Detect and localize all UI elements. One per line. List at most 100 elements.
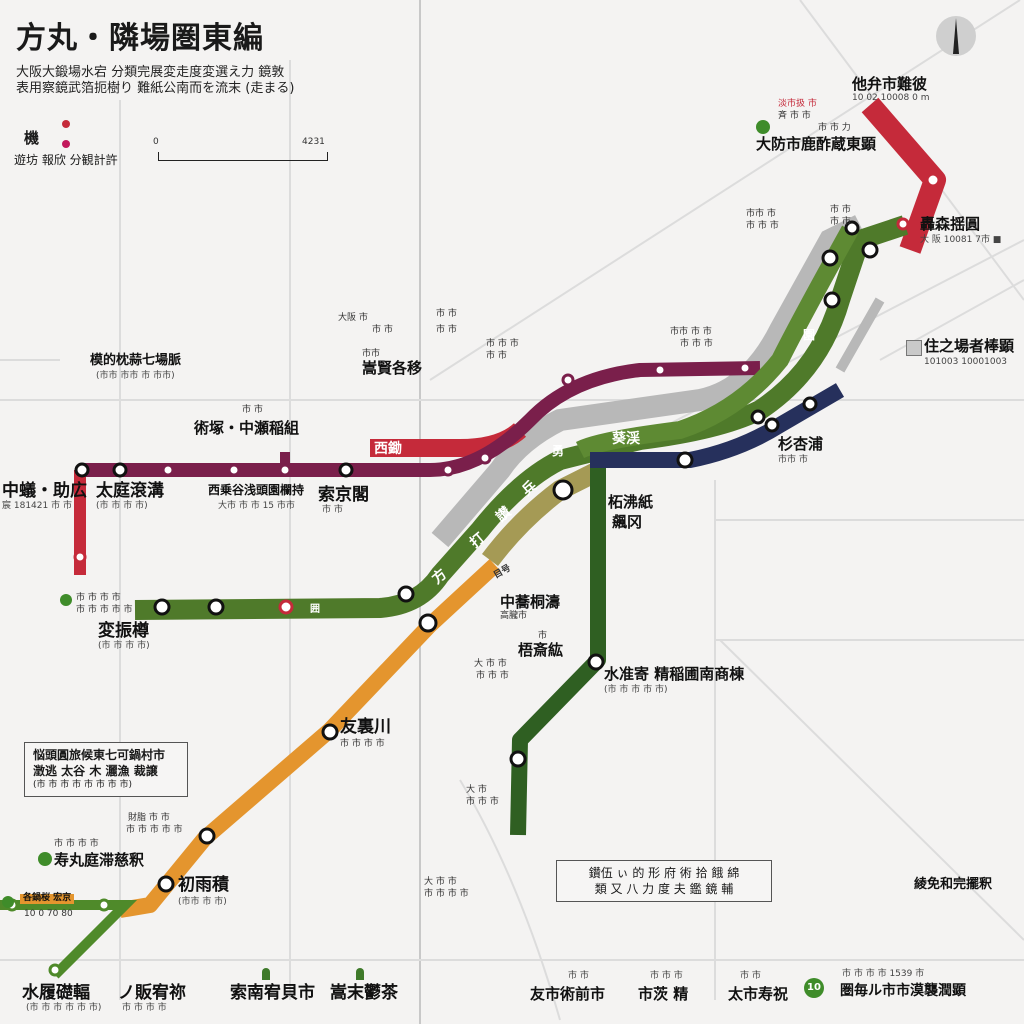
station-orange-1-sub: 市 市 市 市 — [340, 739, 385, 749]
station-marker[interactable] — [48, 963, 62, 977]
station-orange-1[interactable]: 友裏川 — [340, 717, 391, 737]
station-se-label[interactable]: 綾免和完擺釈 — [914, 877, 993, 892]
bottom-station-6-sub: 市 市 市 — [650, 971, 683, 981]
bottom-station-5[interactable]: 友市術前市 — [530, 985, 606, 1003]
station-e-navy[interactable]: 杉杏浦 — [778, 435, 824, 453]
station-marker[interactable] — [112, 462, 128, 478]
bottom-line-badge: 10 — [804, 978, 824, 998]
bottom-station-7[interactable]: 太市寿祝 — [728, 985, 789, 1003]
station-sw-olive[interactable]: 変振樽 — [98, 621, 149, 641]
station-orange-3-sub: (市市 市 市) — [178, 897, 227, 907]
station-sw-2[interactable]: 各鍋桜 宏京 — [20, 893, 75, 904]
station-marker[interactable] — [478, 451, 492, 465]
station-marker[interactable] — [896, 217, 910, 231]
station-center-s2[interactable]: 梧斎紘 — [518, 641, 564, 659]
station-center-s3[interactable]: 大 市 市 — [474, 659, 507, 669]
station-marker[interactable] — [198, 827, 216, 845]
station-marker[interactable] — [844, 220, 860, 236]
station-orange-2-sub: 市 市 市 市 市 — [126, 825, 183, 835]
station-marker[interactable] — [823, 291, 841, 309]
station-sw-olive-small[interactable]: 市 市 市 市 — [76, 593, 121, 603]
station-center-right-small2[interactable]: 市市 市 市 — [670, 327, 712, 337]
station-marker[interactable] — [861, 241, 879, 259]
station-marker[interactable] — [338, 462, 354, 478]
station-small-s2[interactable]: 大 市 市 — [424, 877, 457, 887]
station-w3[interactable]: 西乗谷浅頭園欄持 — [208, 483, 305, 497]
station-marker[interactable] — [738, 361, 752, 375]
station-center-s-sub: 高朧市 — [500, 611, 528, 621]
line-tag-green: 葵渓 — [612, 431, 640, 447]
station-w4[interactable]: 索京閣 — [318, 485, 369, 505]
station-small-s[interactable]: 大 市 — [466, 785, 487, 795]
bottom-station-4[interactable]: 嵩末鬱茶 — [330, 983, 398, 1003]
station-marker[interactable] — [764, 417, 780, 433]
station-marker[interactable] — [74, 462, 90, 478]
station-ne-hub[interactable]: 大防市鹿酢蔵東顕 — [756, 135, 877, 153]
station-ne-small2[interactable]: 市 市 — [830, 205, 851, 215]
station-marker[interactable] — [278, 463, 292, 477]
station-marker[interactable] — [802, 396, 818, 412]
station-ne-small1[interactable]: 市市 市 — [746, 209, 776, 219]
station-center-left[interactable]: 模的枕蒜七場脈 — [90, 353, 182, 368]
station-marker[interactable] — [418, 613, 438, 633]
orange-line — [118, 559, 501, 918]
station-w-term-sub: 宸 181421 市 市 — [2, 501, 72, 511]
bottom-station-3[interactable]: 索南宥貝市 — [230, 983, 315, 1003]
station-center-s[interactable]: 中蕎桐濤 — [500, 593, 561, 611]
station-dg-junction-sub: (市 市 市 市 市) — [604, 685, 668, 695]
station-marker[interactable] — [653, 363, 667, 377]
station-marker[interactable] — [153, 598, 171, 616]
station-center-n-small2[interactable]: 市 市 — [436, 309, 457, 319]
bottom-station-6[interactable]: 市茨 精 — [638, 985, 689, 1003]
station-marker[interactable] — [207, 598, 225, 616]
station-w-term[interactable]: 中蟻・助広 — [2, 481, 87, 501]
station-marker[interactable] — [73, 550, 87, 564]
station-center-right-small[interactable]: 市 市 市 — [486, 339, 519, 349]
station-ne-hub-sub: 市 市 力 — [818, 123, 851, 133]
station-nw-top[interactable]: 他弁市難彼 — [852, 75, 928, 93]
station-e-navy-sub: 市市 市 — [778, 455, 808, 465]
station-w2[interactable]: 太庭滾溝 — [96, 481, 164, 501]
station-center-jn-sub: 飆冈 — [612, 513, 643, 531]
station-dg-junction[interactable]: 水准寄 精稲圃南商棟 — [604, 665, 745, 683]
station-marker[interactable] — [321, 723, 339, 741]
station-sw-1[interactable]: 寿丸庭滞慈釈 — [54, 851, 145, 869]
description-line-2: 表用察鏡武箔扼樹り 難紙公南而を流末 (走まる) — [16, 81, 295, 96]
station-marker[interactable] — [676, 451, 694, 469]
station-ne-terminal-sub: 大 阪 10081 7市 ■ — [920, 235, 1002, 245]
station-marker[interactable] — [161, 463, 175, 477]
station-nw-small[interactable]: 淡市扱 市 — [778, 99, 817, 109]
station-center-n-small[interactable]: 大阪 市 — [338, 313, 368, 323]
bottom-station-2[interactable]: ノ販宥祢 — [118, 983, 186, 1003]
bottom-station-1[interactable]: 水履礎輻 — [22, 983, 90, 1003]
station-ne-terminal[interactable]: 轟森揺圓 — [920, 215, 981, 233]
station-orange-3[interactable]: 初雨積 — [178, 875, 229, 895]
station-marker[interactable] — [925, 172, 941, 188]
station-marker[interactable] — [587, 653, 605, 671]
station-marker[interactable] — [97, 898, 111, 912]
station-marker[interactable] — [509, 750, 527, 768]
station-marker[interactable] — [441, 463, 455, 477]
green-line-southwest — [0, 900, 138, 979]
info-box-right-line-2: 類 又 八 力 度 夫 鑑 鏡 輔 — [594, 882, 734, 897]
station-marker[interactable] — [561, 373, 575, 387]
station-center-n-sub: 市市 — [362, 349, 381, 359]
station-marker[interactable] — [552, 479, 574, 501]
station-marker[interactable] — [821, 249, 839, 267]
station-nw-top-sub: 10 02 10008 0 m — [852, 93, 930, 103]
station-e[interactable]: 住之場者棒顕 — [924, 337, 1015, 355]
station-center-n[interactable]: 嵩賢各移 — [362, 359, 423, 377]
bottom-station-8[interactable]: 圏毎ル市市漠襲潤顕 — [840, 983, 966, 999]
station-marker[interactable] — [397, 585, 415, 603]
station-marker[interactable] — [750, 409, 766, 425]
station-marker[interactable] — [157, 875, 175, 893]
station-marker[interactable] — [278, 599, 294, 615]
station-marker[interactable] — [227, 463, 241, 477]
legend-dot-pink — [62, 140, 70, 148]
station-center-n-small2-sub: 市 市 — [436, 325, 457, 335]
station-center-mid[interactable]: 術塚・中瀬稲組 — [194, 419, 300, 437]
station-sw-2-sub: 10 0 70 80 — [24, 909, 73, 919]
station-orange-2[interactable]: 財脂 市 市 — [128, 813, 170, 823]
station-center-jn[interactable]: 柘沸紙 — [608, 493, 654, 511]
